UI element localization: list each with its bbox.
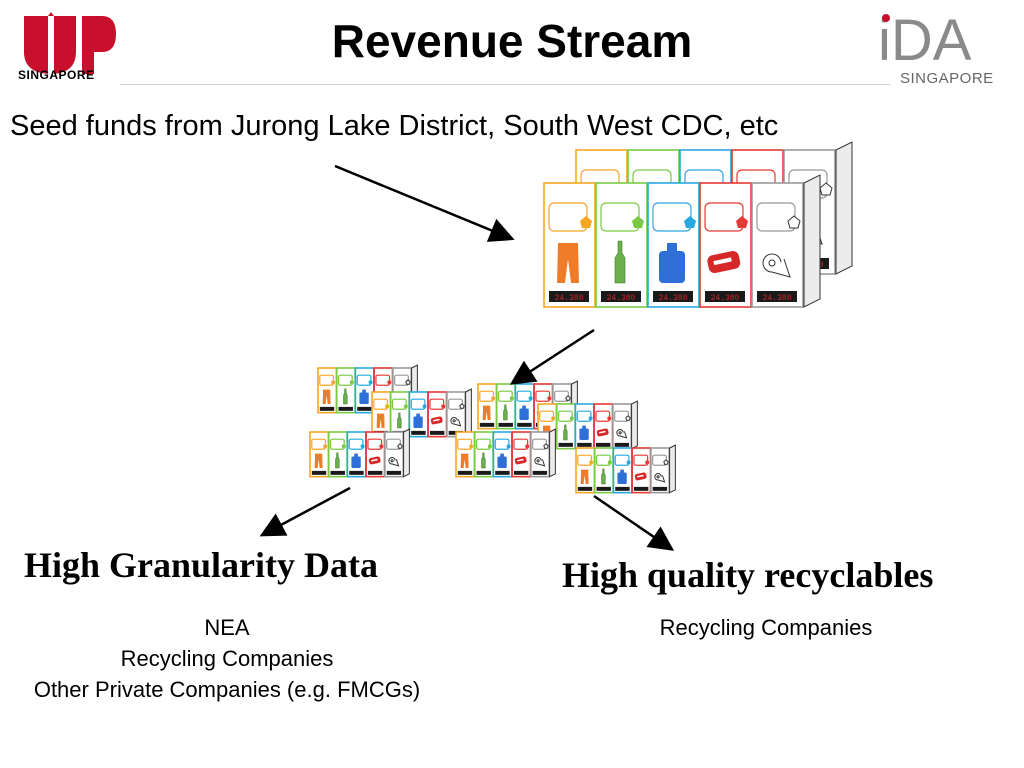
recycling-machine: 24.380 24.380 24.380 24.380 24.380 (543, 174, 821, 308)
up-singapore-logo (24, 12, 116, 74)
arrow-network-to-data (259, 486, 351, 537)
machine-display: 24.380 (763, 294, 792, 303)
list-item: Other Private Companies (e.g. FMCGs) (33, 677, 421, 702)
high-granularity-heading: High Granularity Data (24, 545, 379, 585)
machine-display: 24.380 (711, 294, 740, 303)
arrow-network-to-recyclables (593, 494, 675, 551)
ida-logo: iDA (878, 8, 972, 68)
machine-display: 24.380 (659, 294, 688, 303)
recyclables-recipients-list: Recycling Companies (606, 612, 926, 643)
seed-funds-text: Seed funds from Jurong Lake District, So… (10, 110, 779, 142)
list-item: Recycling Companies (659, 615, 873, 640)
high-quality-heading: High quality recyclables (562, 555, 934, 595)
data-recipients-list: NEA Recycling Companies Other Private Co… (0, 612, 454, 705)
recycling-machine (575, 444, 676, 494)
recycling-machine (371, 388, 472, 438)
arrow-seed-to-machine (334, 164, 515, 242)
recycling-machine (309, 428, 410, 478)
list-item: NEA (204, 615, 250, 640)
list-item: Recycling Companies (120, 646, 334, 671)
title-divider (120, 84, 890, 85)
page-title: Revenue Stream (331, 15, 693, 67)
right-logo-text: SINGAPORE (900, 70, 994, 87)
ida-logo-mark: iDA (878, 8, 972, 68)
left-logo-text: SINGAPORE (18, 68, 95, 82)
recycling-machine (455, 428, 556, 478)
arrow-machine-to-network (509, 328, 595, 385)
machine-display: 24.380 (555, 294, 584, 303)
machine-display: 24.380 (607, 294, 636, 303)
